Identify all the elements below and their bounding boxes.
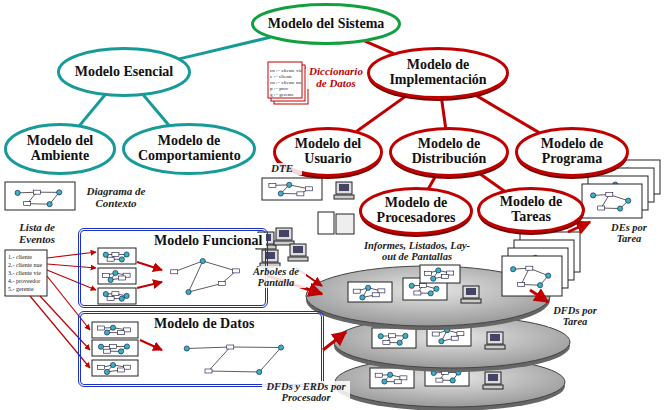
- event-item: 4.- proveedor: [8, 278, 48, 284]
- callout-label: DEs por Tarea: [602, 222, 656, 244]
- model-ellipse: Modelo de Procesadores: [358, 186, 474, 236]
- model-title: Modelo Esencial: [73, 46, 175, 79]
- model-ellipse: Modelo de Tareas: [476, 186, 586, 234]
- model-ellipse: Modelo del Ambiente: [3, 122, 117, 176]
- model-ellipse: Modelo de Comportamiento: [121, 122, 257, 176]
- model-title: Modelo del Ambiente: [20, 122, 100, 163]
- model-ellipse: Modelo de Distribución: [388, 126, 510, 178]
- dictionary-entry: cn := cliente vie: [270, 68, 306, 73]
- tree-connector: [143, 95, 169, 125]
- model-box: Modelo Funcional: [78, 228, 268, 308]
- model-title: Modelo de Implementación: [383, 46, 493, 87]
- model-ellipse: Modelo del Sistema: [250, 2, 402, 46]
- model-title: Modelo de Programa: [531, 126, 613, 166]
- callout-label: Diagrama de Contexto: [80, 186, 152, 209]
- callout-label: Lista de Eventos: [6, 222, 68, 245]
- model-box: Modelo de Datos: [78, 311, 324, 387]
- model-ellipse: Modelo Esencial: [56, 46, 192, 98]
- model-title: Modelo de Tareas: [493, 186, 569, 224]
- event-item: 2.- cliente nue: [8, 262, 48, 268]
- tree-connector: [365, 41, 394, 54]
- callout-label: DFDs y ERDs por Procesador: [262, 381, 350, 403]
- model-title: Modelo de Distribución: [405, 126, 493, 166]
- model-ellipse: Modelo de Implementación: [366, 46, 510, 100]
- callout-label: DFDs por Tarea: [548, 305, 602, 327]
- model-title: Modelo de Comportamiento: [138, 122, 240, 163]
- tree-connector: [356, 95, 406, 131]
- tree-connector: [474, 94, 539, 132]
- callout-label: Diccionario de Datos: [306, 66, 366, 89]
- tree-connector: [478, 173, 504, 191]
- artwork: [5, 62, 660, 410]
- model-ellipse: Modelo de Programa: [514, 126, 630, 178]
- model-title: Modelo de Datos: [151, 316, 257, 331]
- dictionary-entry: p := prov: [270, 86, 306, 91]
- event-item: 3.- cliente vie: [8, 270, 48, 276]
- model-title: Modelo de Procesadores: [375, 186, 457, 225]
- callout-label: Árboles de Pantalla: [246, 266, 306, 288]
- event-item: 1.- cliente: [8, 254, 48, 260]
- callout-label: DTE: [262, 163, 302, 175]
- tree-connector: [79, 95, 104, 126]
- tree-connector: [441, 98, 445, 128]
- model-title: Modelo Funcional: [151, 233, 266, 248]
- dictionary-entry: g := gerente: [270, 92, 306, 97]
- dictionary-entry: c := cliente: [270, 74, 306, 79]
- callout-label: Informes, Listados, Lay-out de Pantallas: [357, 240, 477, 262]
- model-title: Modelo del Usuario: [289, 126, 367, 166]
- event-item: 5.- gerente: [8, 286, 48, 292]
- model-title: Modelo del Sistema: [267, 2, 385, 31]
- dictionary-entry: cn := cliente nu: [270, 80, 306, 85]
- tree-connector: [179, 37, 270, 59]
